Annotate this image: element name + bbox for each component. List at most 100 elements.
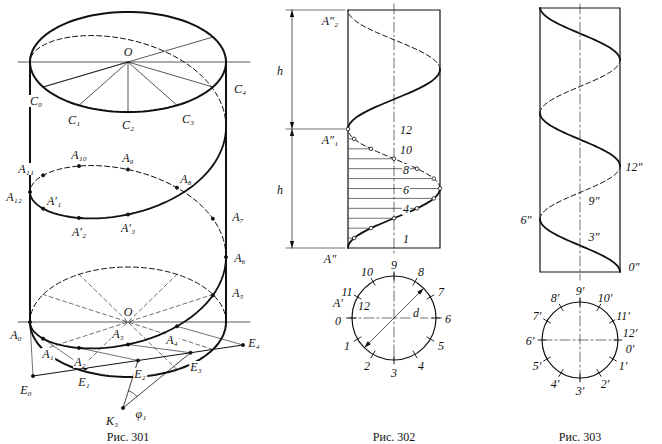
label-anchor: 1 bbox=[343, 336, 351, 354]
apex-point bbox=[121, 406, 124, 409]
division-point bbox=[392, 157, 396, 161]
projection-line bbox=[177, 326, 243, 345]
division-tick bbox=[427, 337, 434, 341]
helix-point bbox=[211, 217, 214, 220]
point-label: 9 bbox=[390, 259, 398, 271]
helix-point bbox=[126, 213, 129, 216]
label-anchor: 9 bbox=[390, 255, 398, 273]
label-anchor: A₇ bbox=[231, 207, 245, 225]
point-label: 1 bbox=[402, 233, 410, 245]
point-label: 2 bbox=[363, 360, 371, 372]
figure-caption: Рис. 302 bbox=[372, 431, 416, 443]
point-label: 2′ bbox=[600, 378, 611, 390]
point-label: 6″ bbox=[520, 214, 533, 226]
division-tick bbox=[371, 351, 375, 358]
division-tick bbox=[580, 298, 581, 306]
division-tick bbox=[614, 340, 622, 341]
label-anchor: A₀ bbox=[9, 325, 23, 343]
division-tick bbox=[354, 337, 361, 341]
figure-caption: Рис. 301 bbox=[106, 431, 150, 443]
point-label: C₀ bbox=[29, 95, 43, 107]
hatch-line bbox=[349, 198, 434, 199]
label-anchor: E₄ bbox=[247, 333, 261, 351]
division-tick bbox=[413, 278, 417, 285]
label-anchor: C₀ bbox=[29, 91, 43, 109]
point-label: φ₁ bbox=[135, 408, 148, 420]
label-anchor: 10 bbox=[360, 262, 374, 280]
helix-point bbox=[77, 216, 80, 219]
label-anchor: 6′ bbox=[525, 331, 536, 349]
helix-hidden bbox=[30, 36, 226, 127]
point-label: A′₂ bbox=[71, 226, 87, 238]
point-label: A₁₂ bbox=[5, 191, 23, 203]
point-label: d bbox=[412, 307, 420, 319]
label-anchor: A′ bbox=[332, 293, 344, 311]
point-label: A₁₁ bbox=[17, 163, 35, 175]
base-diameter bbox=[79, 274, 177, 369]
point-label: 1 bbox=[343, 340, 351, 352]
radius-line bbox=[128, 62, 177, 105]
division-point bbox=[392, 216, 396, 220]
division-point bbox=[369, 147, 373, 151]
division-point bbox=[352, 137, 356, 141]
helix-point bbox=[28, 190, 31, 193]
label-anchor: E₃ bbox=[189, 357, 203, 375]
label-anchor: 3″ bbox=[588, 227, 601, 245]
helix-hidden bbox=[540, 166, 620, 219]
development-point bbox=[31, 374, 34, 377]
division-point bbox=[415, 207, 419, 211]
division-tick bbox=[559, 304, 563, 311]
division-tick bbox=[348, 318, 356, 319]
label-anchor: O bbox=[123, 42, 134, 60]
label-anchor: A″₂ bbox=[321, 11, 340, 29]
diameter-line bbox=[43, 37, 213, 87]
helix-hidden bbox=[348, 10, 440, 70]
division-point bbox=[415, 167, 419, 171]
helix-visible bbox=[540, 8, 620, 60]
label-anchor: 10 bbox=[399, 140, 413, 158]
point-label: 3′ bbox=[575, 385, 586, 397]
point-label: 5′ bbox=[532, 360, 543, 372]
point-label: 3″ bbox=[588, 231, 601, 243]
label-anchor: 5′ bbox=[532, 356, 543, 374]
division-tick bbox=[609, 357, 616, 361]
center-line bbox=[18, 62, 250, 63]
point-label: 7′ bbox=[532, 310, 543, 322]
point-label: 6 bbox=[444, 313, 452, 325]
point-label: C₁ bbox=[67, 114, 81, 126]
hatch-line bbox=[349, 188, 440, 189]
label-anchor: A₃ bbox=[111, 324, 125, 342]
point-label: A₈ bbox=[179, 173, 193, 185]
label-anchor: A′₁ bbox=[46, 191, 62, 209]
base-ellipse-front bbox=[30, 322, 226, 377]
center-line bbox=[18, 322, 250, 323]
point-label: 0 bbox=[334, 315, 342, 327]
label-anchor: 0″ bbox=[628, 257, 641, 275]
label-anchor: 8′ bbox=[550, 288, 561, 306]
axis-line bbox=[580, 4, 581, 280]
label-anchor: A″ bbox=[323, 249, 337, 267]
label-anchor: A₁₂ bbox=[5, 187, 23, 205]
label-anchor: 4 bbox=[402, 199, 410, 217]
point-label: E₁ bbox=[77, 376, 91, 388]
diameter-arrow bbox=[417, 288, 424, 295]
label-anchor: 12 bbox=[357, 296, 371, 314]
point-label: C₄ bbox=[233, 83, 247, 95]
point-label: 3 bbox=[390, 367, 398, 379]
label-anchor: C₃ bbox=[181, 109, 195, 127]
label-anchor: h bbox=[276, 61, 284, 79]
base-diameter bbox=[79, 274, 177, 369]
label-anchor: A₆ bbox=[233, 248, 247, 266]
label-anchor: d bbox=[412, 303, 420, 321]
point-label: 4 bbox=[417, 360, 425, 372]
base-circle bbox=[542, 302, 618, 378]
point-label: A′₃ bbox=[120, 222, 136, 234]
label-anchor: 10′ bbox=[597, 288, 614, 306]
label-anchor: C₁ bbox=[67, 110, 81, 128]
point-label: 6 bbox=[402, 184, 410, 196]
point-label: A₉ bbox=[121, 152, 135, 164]
division-tick bbox=[597, 304, 601, 311]
base-diameter bbox=[43, 295, 213, 350]
label-anchor: O bbox=[123, 302, 134, 320]
